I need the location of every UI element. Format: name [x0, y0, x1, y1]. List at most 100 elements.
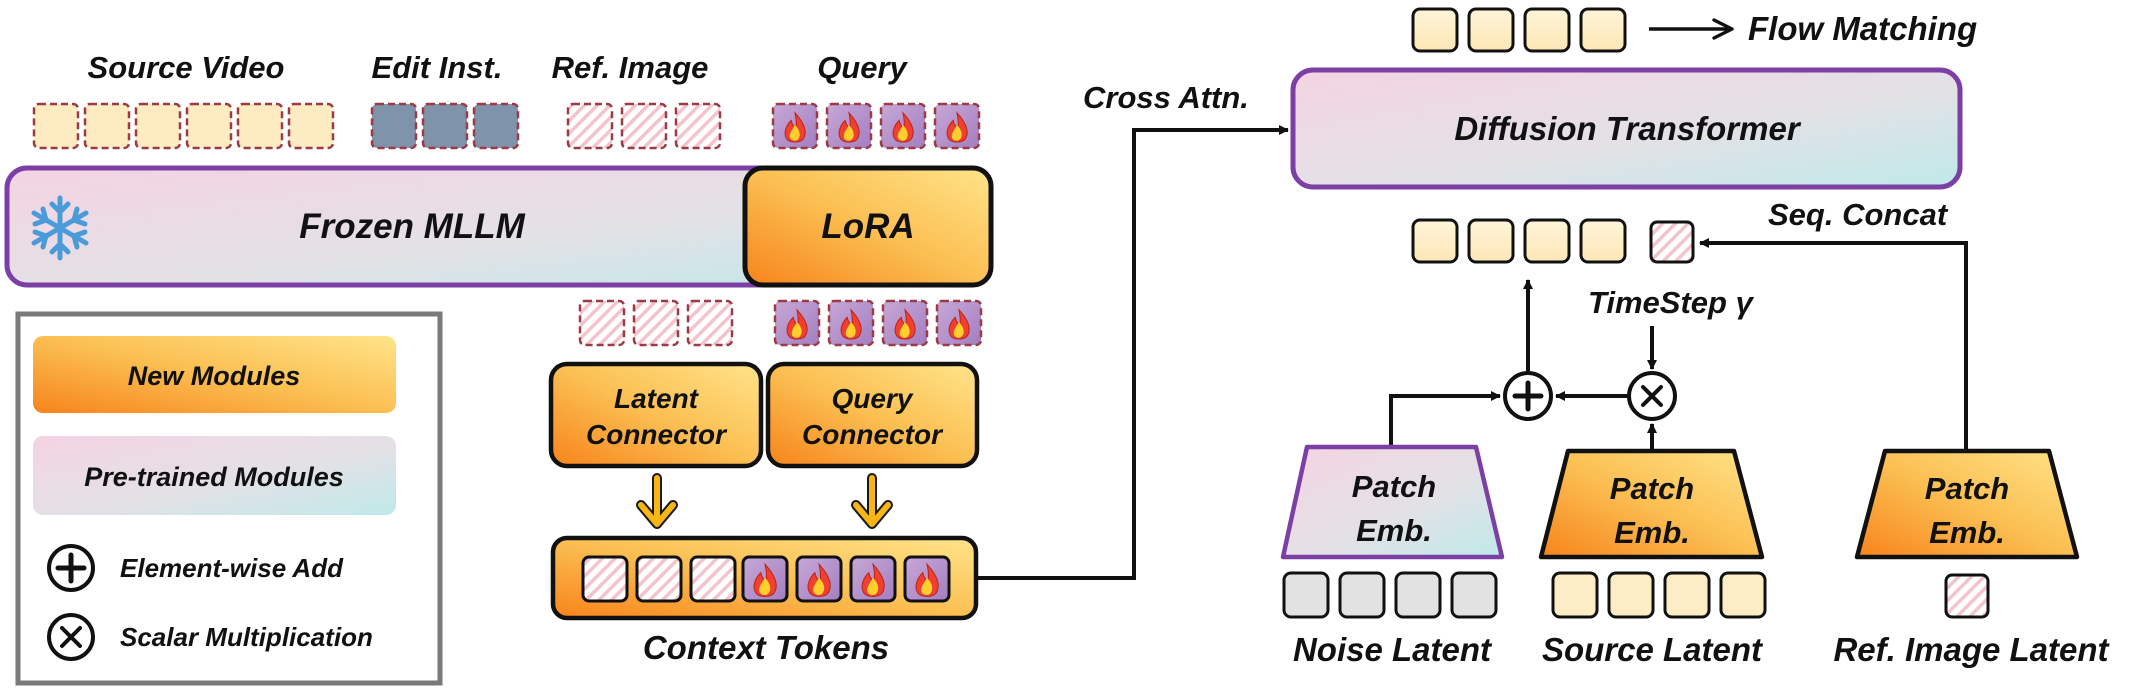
fire-icon [786, 308, 808, 340]
ref-image-latent-label: Ref. Image Latent [1833, 631, 2110, 668]
times-circle-icon [47, 613, 95, 661]
flow-matching-token [1411, 7, 1459, 53]
patch-emb-source-label-line1: Patch [1610, 471, 1694, 506]
source-video-label: Source Video [88, 50, 285, 85]
patch-emb-ref-label-line2: Emb. [1929, 515, 2005, 550]
mllm-output-query-token [773, 299, 821, 347]
dit-input-ref-token [1649, 220, 1695, 264]
fire-icon [838, 111, 860, 143]
mllm-output-latent-token [632, 299, 680, 347]
query-token [933, 102, 981, 150]
context-tokens-label: Context Tokens [643, 629, 889, 666]
fire-icon [753, 562, 777, 597]
cross-attn-label: Cross Attn. [1083, 80, 1249, 115]
patch-emb-ref-label-line1: Patch [1925, 471, 2009, 506]
legend-pretrained-modules-swatch [33, 436, 396, 515]
edit-inst-token [370, 102, 418, 150]
fire-icon [807, 562, 831, 597]
ref-image-label: Ref. Image [552, 50, 709, 85]
ref-image-token [620, 102, 668, 150]
source-video-token [134, 102, 182, 150]
patch-emb-source-module: Patch Emb. [1538, 448, 1765, 560]
noise-latent-token [1338, 571, 1386, 619]
yellow-arrow-latent [636, 473, 678, 529]
dit-input-latent-token [1467, 218, 1515, 264]
noise-to-plus-arrow [1389, 391, 1501, 447]
mllm-output-query-tokens [773, 299, 983, 347]
plus-node-icon [1503, 371, 1553, 421]
flow-matching-label: Flow Matching [1748, 10, 1977, 47]
legend-scalar-multiplication-label: Scalar Multiplication [120, 622, 373, 652]
mllm-output-query-token [827, 299, 875, 347]
patch-emb-noise-module: Patch Emb. [1280, 444, 1505, 560]
plus-circle-icon [47, 544, 95, 592]
noise-latent-token [1394, 571, 1442, 619]
query-connector-label-line2: Connector [802, 419, 944, 450]
timestep-label: TimeStep γ [1588, 285, 1755, 320]
fire-icon [948, 308, 970, 340]
noise-latent-tokens [1282, 571, 1498, 619]
legend-box: New Modules Pre-trained Modules Element-… [15, 311, 443, 686]
source-latent-token [1663, 571, 1711, 619]
mllm-output-latent-token [578, 299, 626, 347]
ref-image-token [674, 102, 722, 150]
flow-matching-token [1523, 7, 1571, 53]
lora-module: LoRA [742, 165, 994, 288]
fire-icon [840, 308, 862, 340]
context-tokens [581, 555, 951, 603]
seq-concat-arrow [1699, 238, 1968, 451]
context-latent-token [635, 555, 683, 603]
fire-icon [894, 308, 916, 340]
legend-new-modules-swatch [33, 336, 396, 413]
noise-latent-token [1282, 571, 1330, 619]
source-video-token [83, 102, 131, 150]
diffusion-transformer-label: Diffusion Transformer [1454, 110, 1801, 147]
source-latent-token [1719, 571, 1767, 619]
context-query-token [849, 555, 897, 603]
dit-input-ref-token [1649, 220, 1695, 264]
source-video-token [287, 102, 335, 150]
legend-new-modules-label: New Modules [128, 361, 301, 391]
cross-attn-arrow [976, 125, 1289, 580]
flow-matching-token [1579, 7, 1627, 53]
frozen-mllm-label: Frozen MLLM [299, 207, 525, 246]
latent-connector-label-line2: Connector [586, 419, 728, 450]
edit-inst-token [421, 102, 469, 150]
times-node-icon [1627, 371, 1677, 421]
mllm-output-latent-tokens [578, 299, 734, 347]
query-connector-module: Query Connector [765, 361, 980, 469]
context-query-token [903, 555, 951, 603]
patch-emb-noise-label-line2: Emb. [1356, 513, 1432, 548]
query-token [825, 102, 873, 150]
mllm-output-query-token [935, 299, 983, 347]
query-label: Query [817, 50, 908, 85]
ref-image-latent-token [1944, 573, 1990, 619]
context-query-token [795, 555, 843, 603]
fire-icon [946, 111, 968, 143]
source-latent-tokens [1551, 571, 1767, 619]
lora-label: LoRA [821, 207, 914, 246]
edit-inst-tokens [370, 102, 520, 150]
fire-icon [915, 562, 939, 597]
latent-connector-module: Latent Connector [548, 361, 764, 469]
fire-icon [861, 562, 885, 597]
dit-input-latent-tokens [1411, 218, 1627, 264]
context-latent-token [581, 555, 629, 603]
edit-inst-token [472, 102, 520, 150]
source-latent-label: Source Latent [1542, 631, 1764, 668]
latent-connector-label-line1: Latent [614, 383, 700, 414]
ref-image-latent-token [1944, 573, 1990, 619]
patch-emb-source-label-line2: Emb. [1614, 515, 1690, 550]
fire-icon [784, 111, 806, 143]
source-video-token [32, 102, 80, 150]
noise-latent-label: Noise Latent [1293, 631, 1493, 668]
source-latent-token [1551, 571, 1599, 619]
context-latent-token [689, 555, 737, 603]
legend-element-wise-add-label: Element-wise Add [120, 553, 344, 583]
source-video-tokens [32, 102, 335, 150]
ref-image-tokens [566, 102, 722, 150]
yellow-arrow-query [851, 473, 893, 529]
legend-pretrained-modules-label: Pre-trained Modules [84, 462, 344, 492]
query-token [771, 102, 819, 150]
